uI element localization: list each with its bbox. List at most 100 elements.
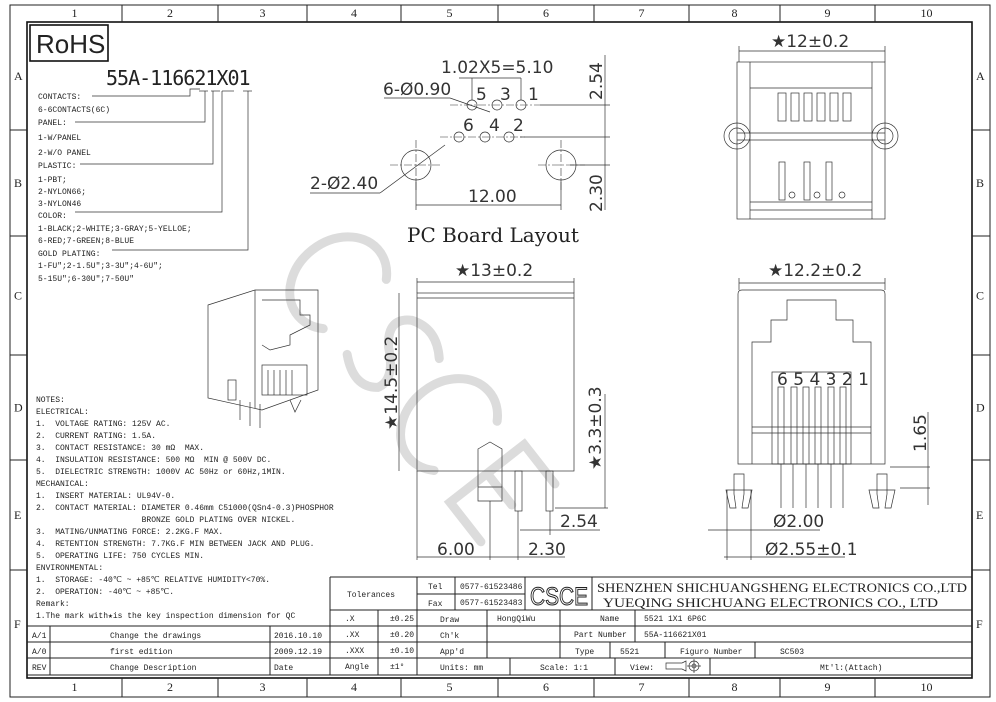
watermark-letter-s (342, 315, 444, 392)
type-label: Type (575, 648, 594, 657)
revision-code: REV (32, 664, 47, 673)
legend-line: 1-FU";2-1.5U";3-3U";4-6U"; (38, 262, 163, 271)
part-number-label: Part Number (574, 631, 627, 640)
pcb-layout-title: PC Board Layout (407, 223, 579, 247)
column-label-top: 4 (351, 6, 357, 20)
legend-line: 1-BLACK;2-WHITE;3-GRAY;5-YELLOE; (38, 225, 192, 234)
column-label-bottom: 7 (639, 680, 645, 694)
row-label-left: E (14, 508, 21, 522)
legend-line: 3-NYLON46 (38, 200, 81, 209)
note-line: 3. MATING/UNMATING FORCE: 2.2KG.F MAX. (36, 528, 223, 537)
row-label-right: B (976, 176, 984, 190)
tolerance-value: ±0.20 (390, 631, 414, 640)
tolerance-value: ±0.25 (390, 615, 414, 624)
check-label: Ch'k (440, 632, 459, 641)
revision-description: Change the drawings (110, 632, 201, 641)
note-line: Remark: (36, 600, 70, 609)
draw-label: Draw (440, 616, 459, 625)
company-name-1: SHENZHEN SHICHUANGSHENG ELECTRONICS CO.,… (597, 580, 967, 595)
note-line: 3. CONTACT RESISTANCE: 30 mΩ MAX. (36, 444, 204, 453)
tolerance-value: ±0.10 (390, 647, 414, 656)
note-line: NOTES: (36, 396, 65, 405)
jack-isometric-view (207, 289, 319, 428)
part-code: 55A-116621X01 (106, 66, 250, 90)
tolerance-key: Angle (345, 663, 369, 672)
large-holes-dimension: 2-Ø2.40 (310, 174, 378, 194)
row-label-right: C (976, 289, 984, 303)
row-label-left: D (14, 401, 23, 415)
column-label-bottom: 10 (921, 680, 933, 694)
top-width-dimension: ★12±0.2 (771, 32, 849, 52)
draw-value: HongQiWu (497, 615, 536, 624)
side-d1-dimension: 2.54 (560, 512, 598, 532)
pin-number: 5 (476, 85, 487, 105)
tolerance-key: .XXX (345, 647, 364, 656)
inner-border (26, 21, 973, 679)
scale: Scale: 1:1 (540, 664, 588, 673)
row-label-right: F (976, 617, 983, 631)
column-label-top: 9 (825, 6, 831, 20)
part-code-legend: CONTACTS:6-6CONTACTS(6C)PANEL:1-W/PANEL2… (38, 93, 192, 284)
legend-line: PLASTIC: (38, 162, 76, 171)
pin-number: 1 (528, 85, 539, 105)
revision-description: Change Description (110, 664, 197, 673)
name-value: 5521 1X1 6P6C (644, 615, 707, 624)
material: Mt'l:(Attach) (820, 664, 882, 673)
legend-line: GOLD PLATING: (38, 250, 100, 259)
peg-diameter2-dimension: Ø2.55±0.1 (765, 540, 858, 560)
row-label-left: C (14, 289, 22, 303)
tolerance-key: .X (345, 615, 355, 624)
part-number-value: 55A-116621X01 (644, 631, 707, 640)
approved-label: App'd (440, 648, 464, 657)
tolerances-label: Tolerances (347, 591, 395, 600)
front-pin-labels: 6 5 4 3 2 1 (777, 370, 869, 390)
note-line: 5. DIELECTRIC STRENGTH: 1000V AC 50Hz or… (36, 468, 286, 477)
note-line: 4. RETENTION STRENGTH: 7.7KG.F MIN BETWE… (36, 540, 314, 549)
legend-line: 6-6CONTACTS(6C) (38, 106, 110, 115)
note-line: ELECTRICAL: (36, 408, 89, 417)
column-label-top: 5 (447, 6, 453, 20)
row-label-right: A (976, 69, 985, 83)
legend-line: 5-15U";6-30U";7-50U" (38, 275, 134, 284)
row-label-left: A (14, 69, 23, 83)
tel-label: Tel (428, 583, 443, 592)
legend-line: 1-PBT; (38, 176, 67, 185)
pin-number: 4 (489, 116, 500, 136)
notes: NOTES: ELECTRICAL: 1. VOLTAGE RATING: 125V… (36, 396, 334, 621)
row-label-left: F (14, 617, 21, 631)
column-label-bottom: 2 (167, 680, 173, 694)
legend-line: CONTACTS: (38, 93, 81, 102)
side-view: ★13±0.2 ★14.5±0.2 ★3.3±0.3 2.54 2.30 6.0… (382, 261, 608, 560)
top-view: ★12±0.2 (723, 32, 899, 220)
company-logo: CSCE (530, 583, 588, 611)
column-label-bottom: 8 (732, 680, 738, 694)
column-label-bottom: 5 (447, 680, 453, 694)
pitch-dimension: 1.02X5=5.10 (441, 58, 553, 78)
fax-label: Fax (428, 600, 443, 609)
front-height-dimension: 1.65 (911, 414, 931, 452)
note-line: 5. OPERATING LIFE: 750 CYCLES MIN. (36, 552, 204, 561)
revision-date: Date (274, 664, 293, 673)
peg-diameter-dimension: Ø2.00 (773, 512, 824, 532)
pin-number: 2 (513, 116, 524, 136)
legend-line: 2-W/O PANEL (38, 149, 91, 158)
note-line: 1. INSERT MATERIAL: UL94V-0. (36, 492, 175, 501)
note-line: 2. OPERATION: -40℃ ~ +85℃. (36, 588, 174, 597)
note-line: 4. INSULATION RESISTANCE: 500 MΩ MIN @ 5… (36, 456, 271, 465)
small-holes-dimension: 6-Ø0.90 (383, 80, 451, 100)
watermark-letter-e (443, 438, 560, 547)
note-line: ENVIRONMENTAL: (36, 564, 103, 573)
column-label-top: 6 (543, 6, 549, 20)
row-label-left: B (14, 176, 22, 190)
pin-length-dimension: ★3.3±0.3 (586, 386, 606, 470)
watermark-letter-c2 (396, 374, 502, 475)
revision-code: A/0 (32, 648, 47, 657)
column-label-bottom: 9 (825, 680, 831, 694)
legend-line: COLOR: (38, 212, 67, 221)
outer-border (9, 4, 991, 698)
revision-date: 2016.10.10 (274, 632, 322, 641)
company-name-2: YUEQING SHICHUANG ELECTRONICS CO., LTD (603, 595, 938, 610)
legend-line: 1-W/PANEL (38, 134, 81, 143)
note-line: 1. VOLTAGE RATING: 125V AC. (36, 420, 170, 429)
